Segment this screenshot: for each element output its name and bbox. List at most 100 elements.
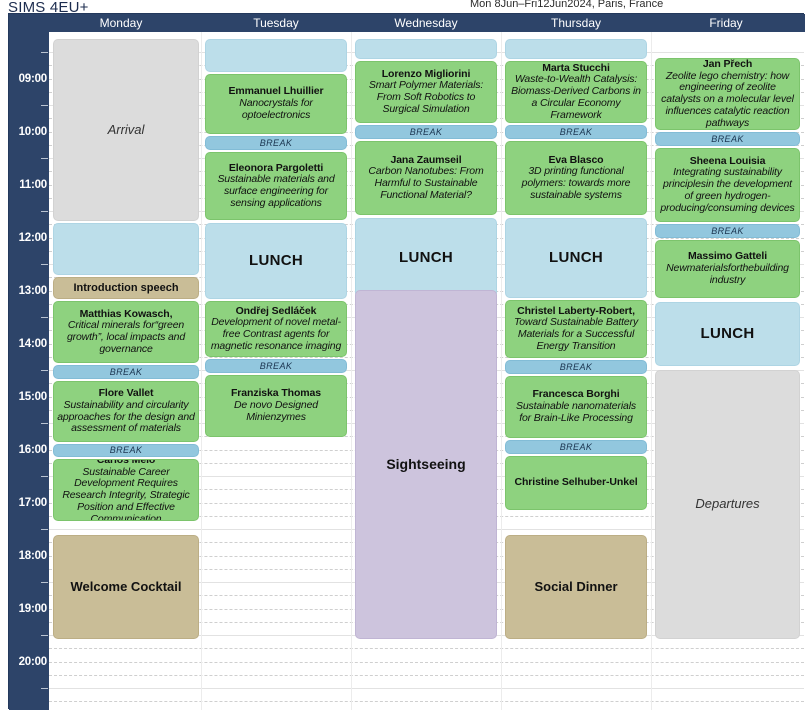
event-marta-stucchi[interactable]: Marta Stucchi Waste-to-Wealth Catalysis:…: [505, 61, 647, 123]
time-label-2000: 20:00: [18, 656, 48, 668]
event-christine-selhuber-unkel[interactable]: Christine Selhuber-Unkel: [505, 456, 647, 510]
event-thursday-break-2[interactable]: BREAK: [505, 360, 647, 374]
event-title: Sustainable materials and surface engine…: [217, 173, 335, 209]
event-departures[interactable]: Departures: [655, 370, 800, 639]
day-divider-4: [651, 32, 652, 710]
event-title: Toward Sustainable Battery Materials for…: [513, 316, 639, 352]
event-label: BREAK: [559, 126, 593, 137]
day-divider-3: [501, 32, 502, 710]
app-brand-title: SIMS 4EU+: [8, 0, 89, 16]
time-tick: [41, 529, 48, 530]
event-wednesday-break-1[interactable]: BREAK: [355, 125, 497, 139]
event-title: 3D printing functional polymers: towards…: [521, 165, 631, 201]
event-speaker: Matthias Kowasch,: [79, 307, 173, 320]
event-tuesday-lunch[interactable]: LUNCH: [205, 223, 347, 299]
event-speaker: Emmanuel Lhuillier: [228, 85, 324, 98]
time-tick: [41, 211, 48, 212]
time-label-0900: 09:00: [18, 73, 48, 85]
event-franziska-thomas[interactable]: Franziska Thomas De novo Designed Minien…: [205, 375, 347, 437]
day-divider-2: [351, 32, 352, 710]
week-calendar: Monday Tuesday Wednesday Thursday Friday…: [8, 13, 805, 710]
quarter-line: [49, 701, 804, 703]
event-jana-zaumseil[interactable]: Jana Zaumseil Carbon Nanotubes: From Har…: [355, 141, 497, 215]
event-monday-break-1[interactable]: BREAK: [53, 365, 199, 379]
event-label: BREAK: [711, 133, 744, 144]
event-arrival[interactable]: Arrival: [53, 39, 199, 221]
event-welcome-cocktail[interactable]: Welcome Cocktail: [53, 535, 199, 639]
event-christel-laberty-robert[interactable]: Christel Laberty-Robert, Toward Sustaina…: [505, 300, 647, 358]
event-massimo-gatteli[interactable]: Massimo Gatteli Newmaterialsforthebuildi…: [655, 240, 800, 298]
event-thursday-break-1[interactable]: BREAK: [505, 125, 647, 139]
time-label-1500: 15:00: [18, 391, 48, 403]
schedule-grid[interactable]: Arrival Introduction speech Matthias Kow…: [49, 32, 804, 710]
event-monday-morning-filler[interactable]: [53, 223, 199, 275]
event-label: Arrival: [107, 121, 145, 137]
event-speaker: Jan Přech: [702, 58, 753, 70]
event-friday-break-2[interactable]: BREAK: [655, 224, 800, 238]
event-wednesday-lunch[interactable]: LUNCH: [355, 218, 497, 298]
time-label-1600: 16:00: [18, 444, 48, 456]
event-title: Newmaterialsforthebuilding industry: [666, 262, 789, 286]
event-social-dinner[interactable]: Social Dinner: [505, 535, 647, 639]
event-friday-break-1[interactable]: BREAK: [655, 132, 800, 146]
time-label-1200: 12:00: [18, 232, 48, 244]
event-title: Integrating sustainability principlesin …: [660, 166, 795, 214]
event-matthias-kowasch[interactable]: Matthias Kowasch, Critical minerals for“…: [53, 301, 199, 363]
day-header-tuesday[interactable]: Tuesday: [253, 16, 299, 30]
event-francesca-borghi[interactable]: Francesca Borghi Sustainable nanomateria…: [505, 376, 647, 438]
event-speaker: Jana Zaumseil: [390, 153, 462, 166]
time-gutter: 09:00 10:00 11:00 12:00 13:00 14:00 15:0…: [9, 32, 49, 710]
event-speaker: Ondřej Sedláček: [235, 304, 317, 317]
day-divider-1: [201, 32, 202, 710]
event-title: Sustainability and circularity approache…: [57, 398, 195, 435]
day-header-row: Monday Tuesday Wednesday Thursday Friday: [9, 14, 805, 32]
event-sheena-louisia[interactable]: Sheena Louisia Integrating sustainabilit…: [655, 148, 800, 222]
time-tick: [41, 52, 48, 53]
event-eleonora-pargoletti[interactable]: Eleonora Pargoletti Sustainable material…: [205, 152, 347, 220]
event-introduction-speech[interactable]: Introduction speech: [53, 277, 199, 299]
hour-line: [49, 688, 804, 689]
quarter-line: [49, 661, 804, 663]
event-thursday-break-3[interactable]: BREAK: [505, 440, 647, 454]
day-header-friday[interactable]: Friday: [709, 16, 743, 30]
event-thursday-lunch[interactable]: LUNCH: [505, 218, 647, 298]
event-emmanuel-lhuillier[interactable]: Emmanuel Lhuillier Nanocrystals for opto…: [205, 74, 347, 134]
time-tick: [41, 317, 48, 318]
time-tick: [41, 105, 48, 106]
event-label: Welcome Cocktail: [70, 578, 182, 594]
event-tuesday-break-1[interactable]: BREAK: [205, 136, 347, 150]
time-tick: [41, 264, 48, 265]
event-speaker: Lorenzo Migliorini: [381, 67, 471, 80]
day-header-monday[interactable]: Monday: [99, 16, 143, 30]
event-label: BREAK: [109, 366, 143, 377]
event-label: BREAK: [259, 137, 293, 148]
conference-date-range: Mon 8Jun–Fri12Jun2024, Paris, France: [470, 0, 664, 10]
event-speaker: Christel Laberty-Robert,: [517, 304, 635, 317]
day-header-thursday[interactable]: Thursday: [550, 16, 602, 30]
event-label: Departures: [695, 496, 760, 512]
event-friday-lunch[interactable]: LUNCH: [655, 302, 800, 366]
event-title: Smart Polymer Materials: From Soft Robot…: [368, 79, 484, 115]
event-thursday-morning-filler[interactable]: [505, 39, 647, 59]
event-speaker: Marta Stucchi: [542, 61, 610, 74]
day-header-wednesday[interactable]: Wednesday: [394, 16, 458, 30]
event-monday-break-2[interactable]: BREAK: [53, 444, 199, 457]
event-speaker: Francesca Borghi: [532, 388, 620, 401]
event-eva-blasco[interactable]: Eva Blasco 3D printing functional polyme…: [505, 141, 647, 215]
event-flore-vallet[interactable]: Flore Vallet Sustainability and circular…: [53, 381, 199, 442]
event-speaker: Christine Selhuber-Unkel: [514, 476, 638, 489]
event-sightseeing[interactable]: Sightseeing: [355, 290, 497, 639]
event-wednesday-morning-filler[interactable]: [355, 39, 497, 59]
event-label: BREAK: [409, 126, 443, 137]
event-ondrej-sedlacek[interactable]: Ondřej Sedláček Development of novel met…: [205, 301, 347, 357]
quarter-line: [49, 648, 804, 650]
event-carlos-melo[interactable]: Carlos Melo Sustainable Career Developme…: [53, 459, 199, 521]
time-tick: [41, 582, 48, 583]
event-speaker: Massimo Gatteli: [687, 250, 768, 263]
event-label: BREAK: [559, 441, 593, 452]
event-tuesday-morning-filler[interactable]: [205, 39, 347, 72]
event-jan-prech[interactable]: Jan Přech Zeolite lego chemistry: how en…: [655, 58, 800, 130]
event-tuesday-break-2[interactable]: BREAK: [205, 359, 347, 373]
event-title: Critical minerals for“green growth”, loc…: [66, 319, 186, 355]
event-lorenzo-migliorini[interactable]: Lorenzo Migliorini Smart Polymer Materia…: [355, 61, 497, 123]
